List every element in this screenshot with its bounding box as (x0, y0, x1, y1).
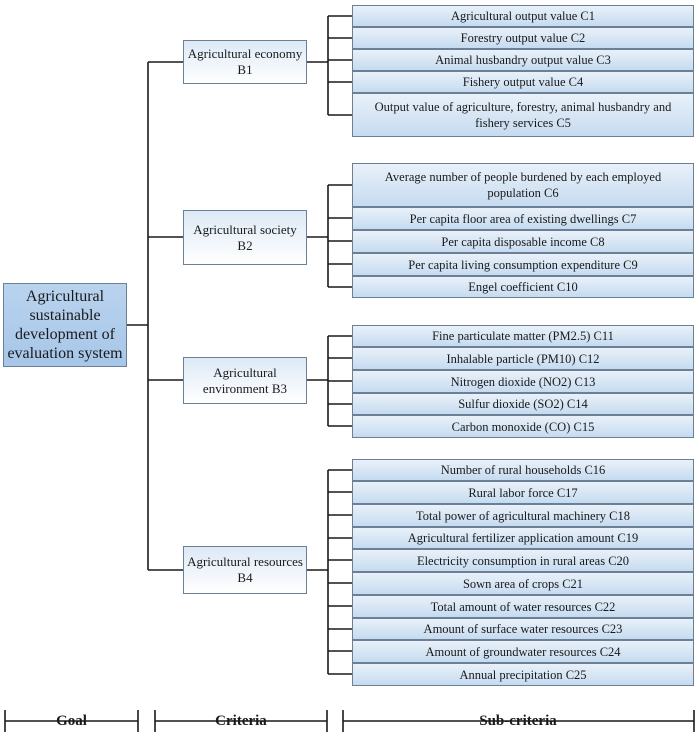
subcriterion-c1: Agricultural output value C1 (352, 5, 694, 27)
criteria-box-b3: Agricultural environment B3 (183, 357, 307, 404)
subcriterion-label: Total power of agricultural machinery C1… (416, 508, 630, 523)
subcriterion-c25: Annual precipitation C25 (352, 663, 694, 686)
subcriterion-c10: Engel coefficient C10 (352, 276, 694, 298)
criteria-label-b4: Agricultural resources B4 (187, 554, 303, 585)
subcriterion-label: Per capita disposable income C8 (441, 234, 605, 249)
subcriterion-c3: Animal husbandry output value C3 (352, 49, 694, 71)
subcriterion-label: Forestry output value C2 (460, 31, 586, 45)
subcriterion-label: Fine particulate matter (PM2.5) C11 (432, 329, 614, 343)
subcriterion-c15: Carbon monoxide (CO) C15 (352, 415, 694, 438)
subcriterion-label: Inhalable particle (PM10) C12 (446, 351, 600, 366)
subcriterion-label: Rural labor force C17 (468, 485, 578, 500)
criteria-label-b3: Agricultural environment B3 (202, 364, 288, 396)
goal-box: Agricultural sustainable development of … (3, 283, 127, 367)
subcriterion-c19: Agricultural fertilizer application amou… (352, 527, 694, 549)
criteria-label-b2: Agricultural society B2 (193, 221, 297, 253)
subcriterion-label: Engel coefficient C10 (468, 280, 578, 294)
goal-label: Agricultural sustainable development of … (7, 288, 123, 362)
subcriterion-label: Sulfur dioxide (SO2) C14 (458, 397, 588, 411)
subcriterion-label: Output value of agriculture, forestry, a… (374, 100, 672, 130)
subcriterion-c23: Amount of surface water resources C23 (352, 618, 694, 640)
subcriterion-label: Electricity consumption in rural areas C… (416, 553, 630, 568)
subcriterion-c20: Electricity consumption in rural areas C… (352, 549, 694, 572)
subcriterion-c7: Per capita floor area of existing dwelli… (352, 207, 694, 230)
subcriterion-label: Animal husbandry output value C3 (435, 53, 611, 67)
subcriterion-label: Agricultural fertilizer application amou… (407, 531, 639, 545)
subcriterion-c14: Sulfur dioxide (SO2) C14 (352, 393, 694, 415)
subcriterion-c18: Total power of agricultural machinery C1… (352, 504, 694, 527)
level-label-goal: Goal (56, 713, 87, 729)
subcriterion-label: Agricultural output value C1 (450, 9, 596, 23)
subcriterion-c6: Average number of people burdened by eac… (352, 163, 694, 207)
subcriterion-c13: Nitrogen dioxide (NO2) C13 (352, 370, 694, 393)
subcriterion-c8: Per capita disposable income C8 (352, 230, 694, 253)
subcriterion-label: Total amount of water resources C22 (430, 599, 616, 614)
subcriterion-label: Average number of people burdened by eac… (384, 170, 662, 200)
subcriterion-label: Fishery output value C4 (462, 75, 584, 89)
subcriterion-c17: Rural labor force C17 (352, 481, 694, 504)
criteria-label-b1: Agricultural economy B1 (187, 46, 303, 77)
subcriterion-label: Annual precipitation C25 (459, 667, 587, 682)
subcriterion-c16: Number of rural households C16 (352, 459, 694, 481)
criteria-box-b2: Agricultural society B2 (183, 210, 307, 265)
subcriterion-label: Per capita floor area of existing dwelli… (409, 211, 637, 226)
subcriterion-c22: Total amount of water resources C22 (352, 595, 694, 618)
subcriterion-label: Amount of groundwater resources C24 (425, 644, 621, 659)
subcriterion-label: Sown area of crops C21 (462, 576, 584, 591)
level-label-subcriteria: Sub-criteria (479, 713, 557, 729)
subcriterion-label: Nitrogen dioxide (NO2) C13 (450, 374, 596, 389)
subcriterion-c21: Sown area of crops C21 (352, 572, 694, 595)
subcriterion-c12: Inhalable particle (PM10) C12 (352, 347, 694, 370)
subcriterion-c4: Fishery output value C4 (352, 71, 694, 93)
criteria-box-b1: Agricultural economy B1 (183, 40, 307, 84)
subcriterion-label: Per capita living consumption expenditur… (408, 257, 638, 272)
subcriterion-c2: Forestry output value C2 (352, 27, 694, 49)
subcriterion-label: Number of rural households C16 (440, 463, 606, 477)
subcriterion-c24: Amount of groundwater resources C24 (352, 640, 694, 663)
criteria-box-b4: Agricultural resources B4 (183, 546, 307, 594)
subcriterion-c11: Fine particulate matter (PM2.5) C11 (352, 325, 694, 347)
subcriterion-c9: Per capita living consumption expenditur… (352, 253, 694, 276)
subcriterion-label: Amount of surface water resources C23 (423, 622, 623, 636)
subcriterion-c5: Output value of agriculture, forestry, a… (352, 93, 694, 137)
subcriterion-label: Carbon monoxide (CO) C15 (451, 419, 595, 434)
level-label-criteria: Criteria (215, 713, 267, 729)
